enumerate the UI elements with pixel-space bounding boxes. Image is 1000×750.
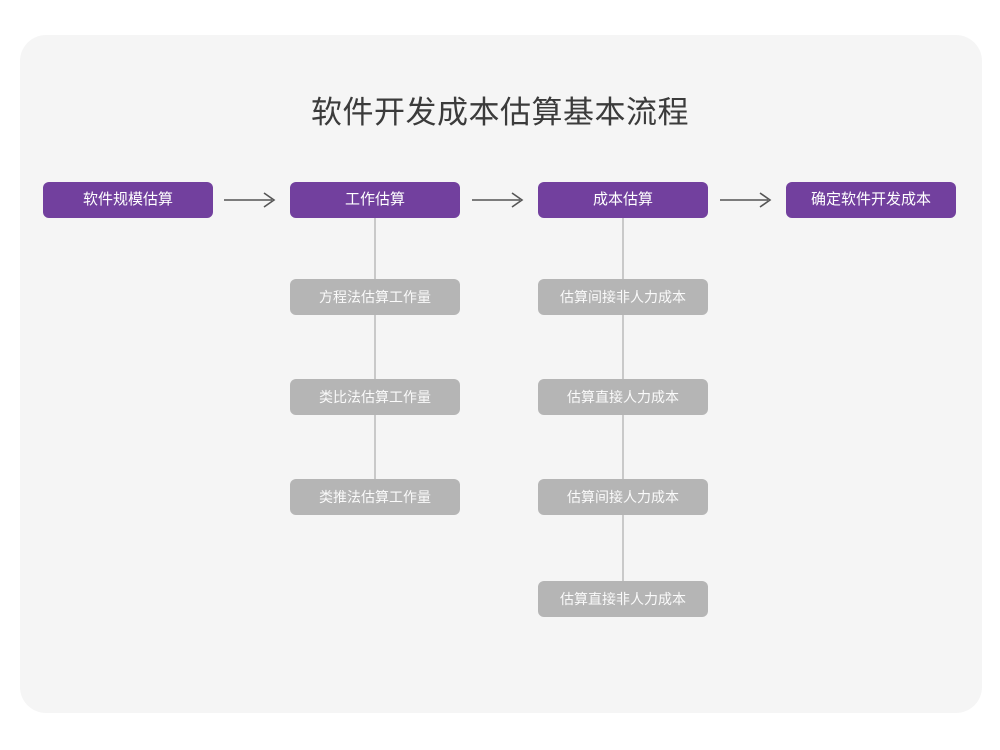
sub-step-box[interactable]: 估算直接非人力成本 <box>538 581 708 617</box>
sub-step-label: 估算间接人力成本 <box>567 489 679 505</box>
stage-box-effort-estimation[interactable]: 工作估算 <box>290 182 460 218</box>
stage-box-determine-development-cost[interactable]: 确定软件开发成本 <box>786 182 956 218</box>
stage-label: 成本估算 <box>592 191 653 208</box>
connector-line <box>622 218 624 279</box>
sub-step-label: 估算直接非人力成本 <box>560 591 686 607</box>
right-arrow-icon <box>222 190 282 210</box>
sub-step-box[interactable]: 类推法估算工作量 <box>290 479 460 515</box>
stage-box-software-scale-estimation[interactable]: 软件规模估算 <box>43 182 213 218</box>
right-arrow-icon <box>718 190 778 210</box>
connector-line <box>374 315 376 379</box>
connector-line <box>622 315 624 379</box>
sub-step-box[interactable]: 估算直接人力成本 <box>538 379 708 415</box>
sub-step-label: 估算直接人力成本 <box>567 389 679 405</box>
sub-step-label: 方程法估算工作量 <box>319 289 431 305</box>
sub-step-box[interactable]: 估算间接非人力成本 <box>538 279 708 315</box>
page-title: 软件开发成本估算基本流程 <box>311 95 689 130</box>
connector-line <box>374 415 376 479</box>
sub-step-box[interactable]: 方程法估算工作量 <box>290 279 460 315</box>
sub-step-box[interactable]: 估算间接人力成本 <box>538 479 708 515</box>
stage-box-cost-estimation[interactable]: 成本估算 <box>538 182 708 218</box>
sub-step-label: 估算间接非人力成本 <box>560 289 686 305</box>
stage-label: 确定软件开发成本 <box>810 191 931 208</box>
right-arrow-icon <box>470 190 530 210</box>
stage-label: 软件规模估算 <box>82 191 173 208</box>
stage-label: 工作估算 <box>344 191 405 208</box>
sub-step-label: 类推法估算工作量 <box>319 489 431 505</box>
connector-line <box>374 218 376 279</box>
diagram-card <box>20 35 982 713</box>
sub-step-label: 类比法估算工作量 <box>319 389 431 405</box>
sub-step-box[interactable]: 类比法估算工作量 <box>290 379 460 415</box>
connector-line <box>622 415 624 479</box>
connector-line <box>622 515 624 581</box>
